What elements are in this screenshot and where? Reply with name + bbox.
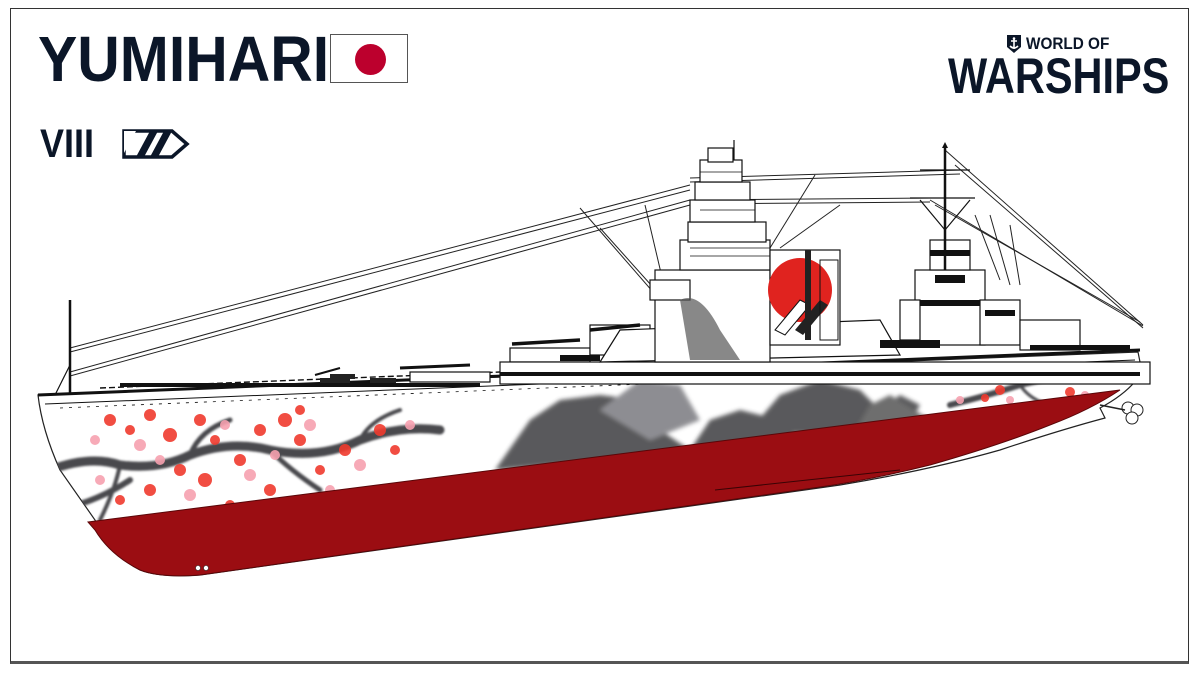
logo-world-of-text: WORLD OF (1026, 34, 1110, 53)
ship-tier: VIII (40, 122, 95, 166)
rear-mast (899, 145, 1081, 351)
battleship-class-icon (122, 129, 190, 159)
flag-disc (355, 44, 386, 75)
ship-name: YUMIHARI (38, 23, 330, 95)
anchor-shield-icon (1007, 35, 1021, 53)
funnel (768, 249, 841, 346)
superstructure (499, 140, 1151, 385)
logo-top-line: WORLD OF (1006, 34, 1119, 54)
logo-warships-text: WARSHIPS (948, 48, 1170, 104)
japan-flag-icon (330, 34, 408, 83)
world-of-warships-logo: WORLD OF WARSHIPS (948, 34, 1169, 104)
stern-ornament (1121, 401, 1144, 425)
red-lower-hull (87, 389, 1121, 577)
deck-clutter (120, 340, 1140, 387)
